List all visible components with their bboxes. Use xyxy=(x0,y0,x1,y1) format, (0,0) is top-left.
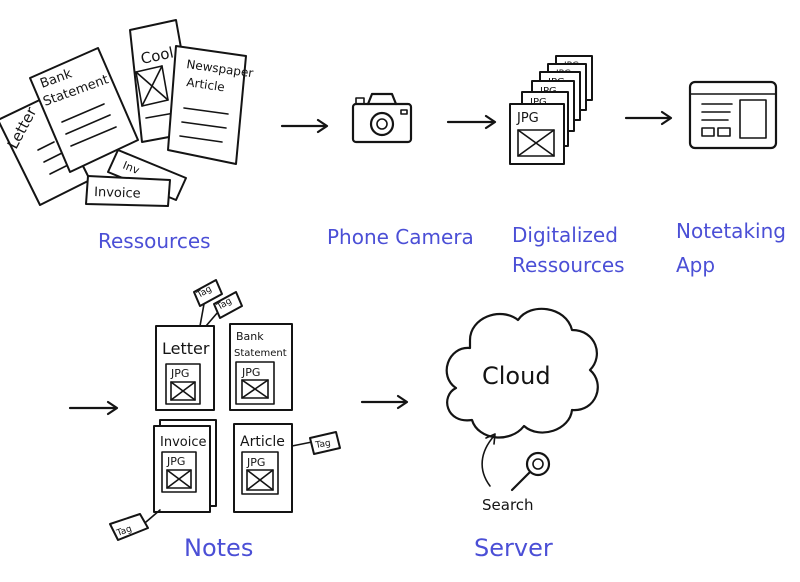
note-bank-statement: Bank Statement JPG xyxy=(229,323,293,411)
cloud-label: Cloud xyxy=(482,362,551,390)
tag-label: Tag xyxy=(193,279,223,327)
arrow-icon xyxy=(68,400,119,416)
note-file-type: JPG xyxy=(246,456,265,469)
invoice-label: Invoice xyxy=(94,185,141,202)
cloud-icon: Cloud xyxy=(445,307,599,439)
caption-notetaking-line1: Notetaking xyxy=(676,219,786,243)
stack-file-type: JPG xyxy=(529,97,547,108)
note-file-type: JPG xyxy=(166,455,185,468)
caption-notetaking-line2: App xyxy=(676,253,715,277)
tag-text: Tag xyxy=(314,438,332,451)
magnifier-icon xyxy=(510,451,551,492)
note-letter-title: Letter xyxy=(162,339,210,358)
note-invoice: Invoice JPG xyxy=(153,419,217,513)
newspaper-label-line2: Article xyxy=(186,75,226,94)
note-bank-title-line1: Bank xyxy=(236,330,264,343)
search-label: Search xyxy=(482,496,534,514)
caption-notes: Notes xyxy=(184,534,253,562)
note-article-title: Article xyxy=(240,434,285,450)
caption-server: Server xyxy=(474,534,553,562)
note-file-type: JPG xyxy=(241,366,260,379)
caption-ressources: Ressources xyxy=(98,229,211,253)
caption-phone-camera: Phone Camera xyxy=(327,225,474,249)
arrow-icon xyxy=(446,114,497,130)
caption-digitalized-line1: Digitalized xyxy=(512,223,618,247)
arrow-icon xyxy=(280,118,329,134)
bank-statement-document: Bank Statement xyxy=(29,47,139,173)
newspaper-article-document: Newspaper Article xyxy=(167,45,254,165)
note-file-type: JPG xyxy=(170,367,189,380)
app-window-icon xyxy=(688,80,778,150)
note-invoice-title: Invoice xyxy=(160,435,206,450)
stack-front-file-type: JPG xyxy=(516,111,539,126)
ressources-documents: Letter Bank Statement Cool Newspaper xyxy=(0,19,254,207)
arrow-icon xyxy=(360,394,409,410)
note-article: Article JPG xyxy=(233,423,293,513)
tag-label: Tag xyxy=(109,509,161,541)
note-bank-title-line2: Statement xyxy=(234,348,287,359)
search-link-arrow xyxy=(481,433,496,487)
invoice-partial-label: Inv xyxy=(121,159,142,178)
camera-icon xyxy=(351,92,413,144)
caption-digitalized-line2: Ressources xyxy=(512,253,625,277)
digitalized-files-stack: JPG JPG JPG JPG JPG JPG xyxy=(509,55,593,165)
tag-label: Tag xyxy=(205,291,243,327)
tag-label: Tag xyxy=(291,431,341,455)
note-letter: Letter JPG xyxy=(155,325,215,411)
invoice-document: Invoice xyxy=(85,175,171,207)
arrow-icon xyxy=(624,110,673,126)
